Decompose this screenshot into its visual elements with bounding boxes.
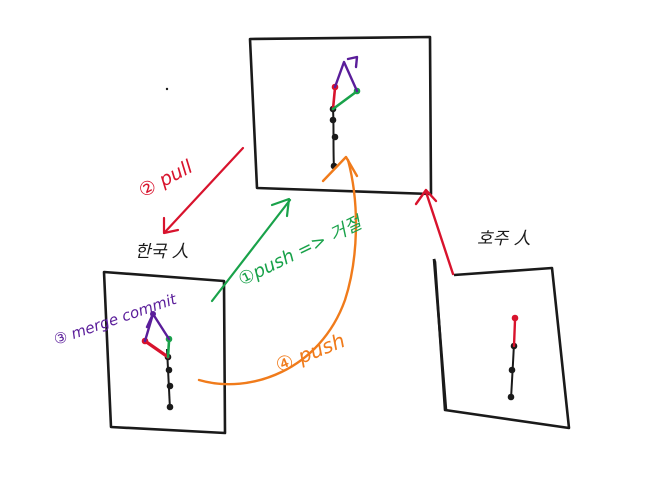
korea-commit-1: [166, 403, 174, 411]
korea-red-branch: [143, 339, 170, 359]
australia-red-branch: [512, 318, 517, 348]
push-rejected-label: ①push => 거절: [235, 212, 367, 291]
remote-red-branch: [331, 86, 337, 111]
final-push-label: ④ push: [272, 328, 348, 378]
australia-box-left-edge: [432, 258, 448, 411]
remote-green-branch: [331, 90, 358, 111]
australia-commit-2: [508, 366, 516, 374]
final-push-arrow: [197, 155, 359, 386]
korea-commit-3: [165, 366, 173, 374]
korea-green-branch: [166, 339, 171, 359]
australia-repo-box: [432, 258, 571, 430]
australia-red-commit: [511, 314, 519, 322]
australia-local-repo: [432, 258, 571, 430]
korea-local-repo: [102, 270, 227, 435]
korea-label: 한국 人: [135, 242, 189, 262]
pull-label: ② pull: [135, 156, 197, 203]
korea-commit-2: [166, 382, 174, 390]
australia-label: 호주 人: [477, 229, 531, 249]
remote-purple-merge: [333, 55, 359, 93]
merge-commit-label: ③ merge commit: [51, 290, 179, 349]
remote-repo-box: [248, 35, 433, 196]
australia-commit-1: [507, 393, 515, 401]
remote-commit-2: [331, 133, 339, 141]
korea-purple-merge: [143, 312, 171, 343]
remote-repo: [248, 35, 433, 196]
korea-repo-box: [102, 270, 227, 435]
push-rejected-arrow: [210, 197, 292, 303]
australia-push-arrow: [414, 188, 455, 276]
remote-commit-3: [329, 116, 337, 124]
stray-dot: [165, 87, 169, 91]
pull-arrow: [162, 146, 245, 235]
korea-merge-commit: [150, 311, 156, 317]
